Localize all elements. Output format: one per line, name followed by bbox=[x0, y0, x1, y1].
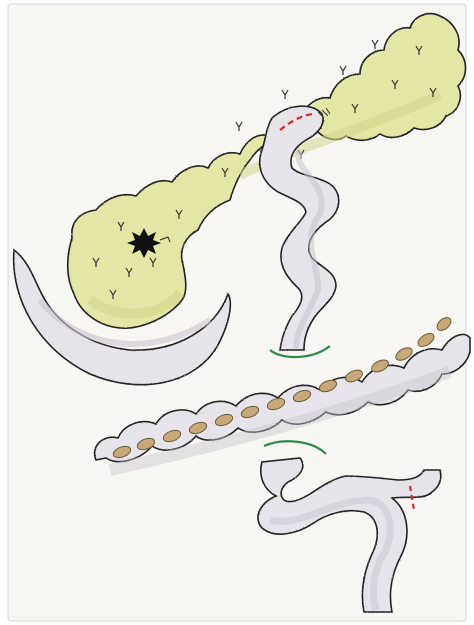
diagram-canvas bbox=[0, 0, 474, 625]
surgical-illustration bbox=[0, 0, 474, 625]
